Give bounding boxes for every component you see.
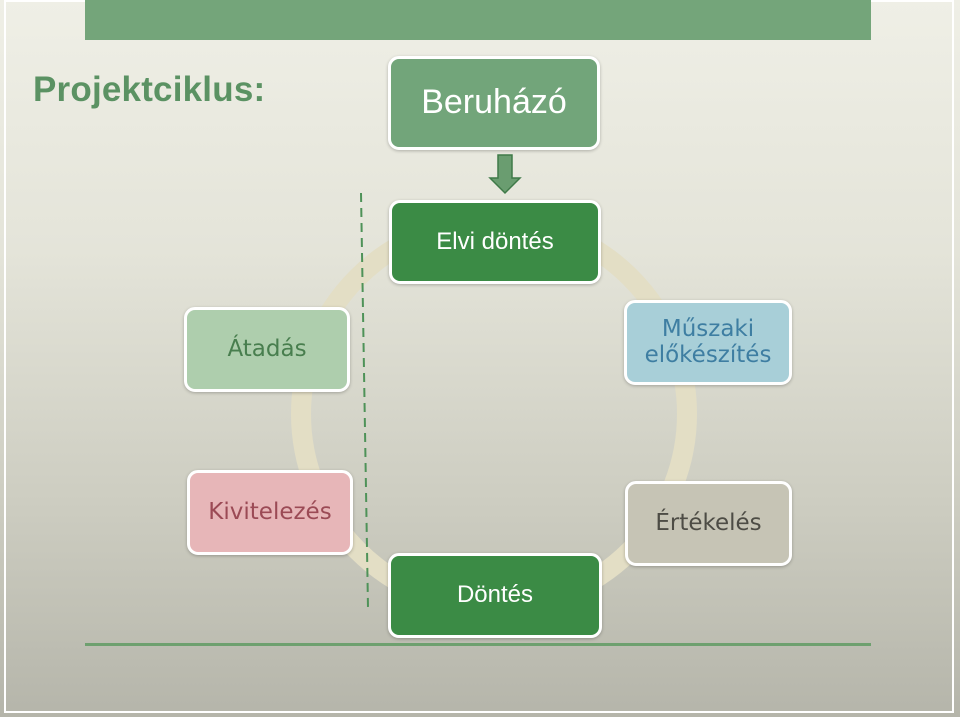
bottom-divider-line (85, 643, 871, 646)
top-accent-bar (85, 0, 871, 40)
node-muszaki-elokeszites: Műszaki előkészítés (624, 300, 792, 385)
node-kivitelezes: Kivitelezés (187, 470, 353, 555)
slide-title: Projektciklus: (33, 70, 266, 109)
node-ertekeles: Értékelés (625, 481, 792, 566)
node-elvi-dontes: Elvi döntés (389, 200, 601, 284)
node-atadas: Átadás (184, 307, 350, 392)
dashed-divider (360, 192, 369, 609)
node-beruhazo: Beruházó (388, 56, 600, 150)
node-dontes: Döntés (388, 553, 602, 638)
down-arrow-icon (488, 154, 522, 195)
